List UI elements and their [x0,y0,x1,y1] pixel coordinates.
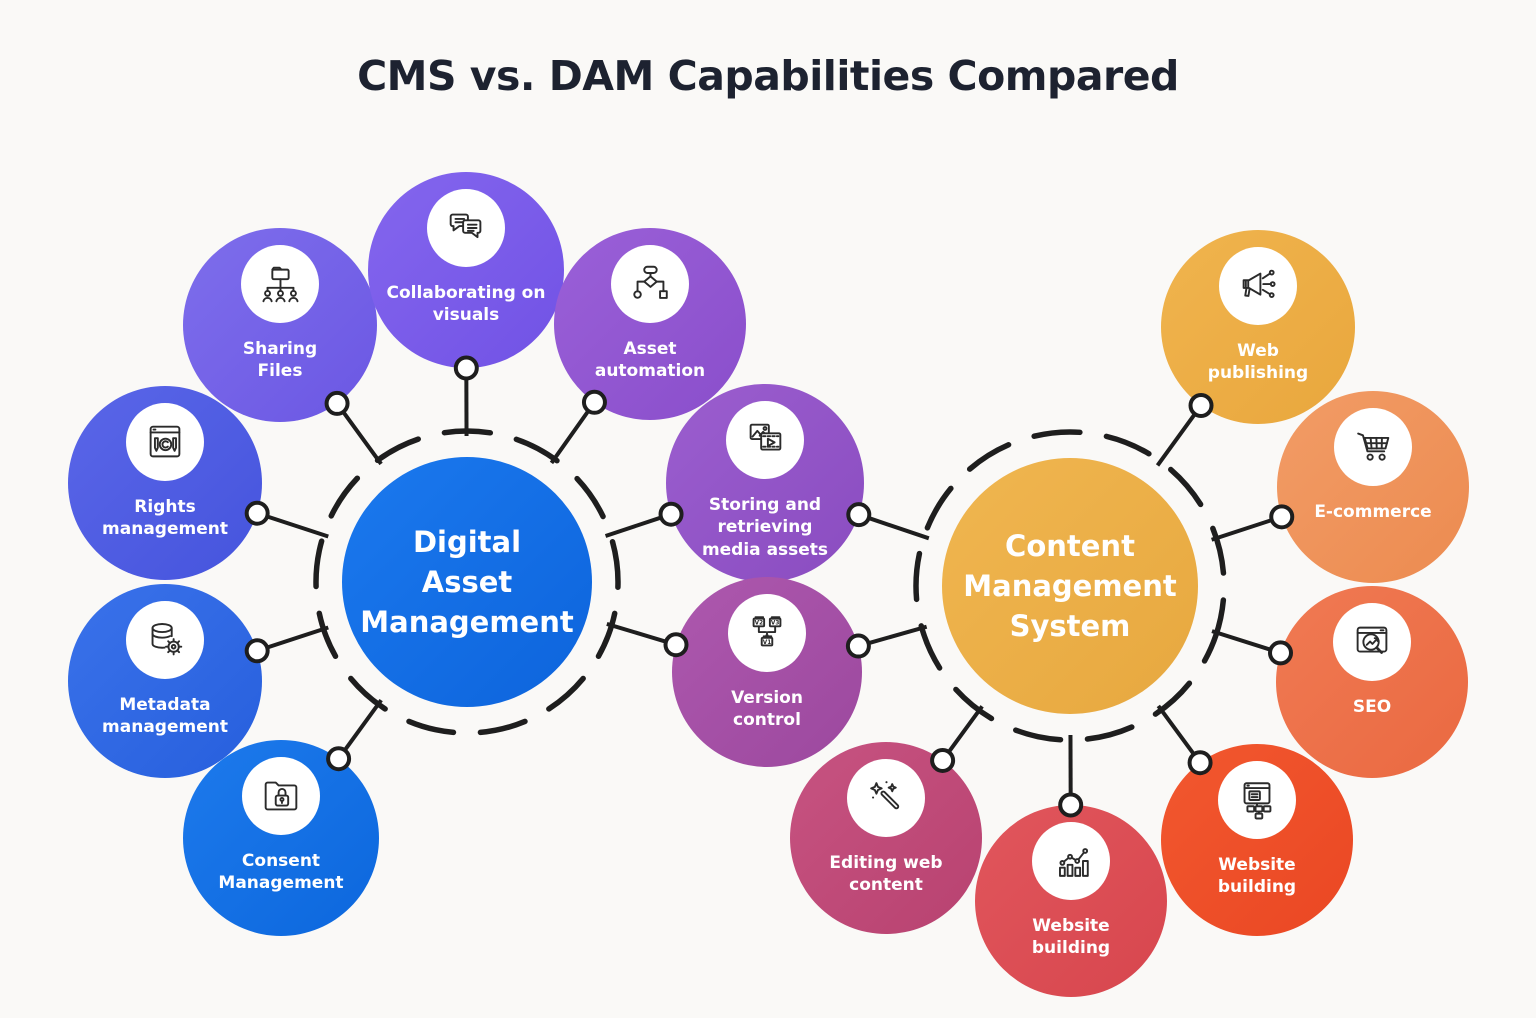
svg-text:V1: V1 [763,640,771,646]
analytics-icon [1032,822,1110,900]
hub-label-dam: Digital Asset Management [360,524,574,639]
node-collaborating-on-visuals: Collaborating on visuals [368,172,564,368]
svg-text:V2: V2 [755,621,763,627]
node-rights-management: Rights management [68,386,262,580]
node-editing-web-content: Editing web content [790,742,982,934]
hub-label-cms: Content Management System [963,528,1177,643]
node-website-building: Website building [1161,744,1353,936]
node-ecommerce: E-commerce [1277,391,1469,583]
node-label: E-commerce [1314,502,1432,522]
flowchart-icon [611,245,689,323]
node-website-building-analytics: Website building [975,805,1167,997]
node-consent-management: Consent Management [183,740,379,936]
node-label: Editing web content [829,853,943,896]
node-seo: SEO [1276,586,1468,778]
folder-share-icon [241,245,319,323]
hub-content-management-system: Content Management System [942,458,1198,714]
node-asset-automation: Asset automation [554,228,746,420]
shopping-cart-icon [1334,408,1412,486]
media-assets-icon [726,401,804,479]
node-label: Sharing Files [242,339,318,382]
node-label: Version control [731,688,803,731]
megaphone-icon [1219,247,1297,325]
chat-bubbles-icon [427,189,505,267]
page-title: CMS vs. DAM Capabilities Compared [357,52,1179,100]
node-label: Storing and retrieving media assets [701,495,829,560]
version-merge-icon: V2 V3 V1 [728,594,806,672]
node-label: SEO [1352,697,1392,717]
node-label: Collaborating on visuals [386,283,546,326]
node-label: Website building [1217,855,1297,898]
node-storing-retrieving-media-assets: Storing and retrieving media assets [666,384,864,582]
node-sharing-files: Sharing Files [183,228,377,422]
hub-digital-asset-management: Digital Asset Management [342,457,592,707]
seo-browser-icon [1333,603,1411,681]
node-label: Metadata management [102,695,228,738]
node-web-publishing: Web publishing [1161,230,1355,424]
node-label: Asset automation [594,339,706,382]
sitemap-browser-icon [1218,761,1296,839]
magic-wand-icon [847,759,925,837]
node-label: Consent Management [218,851,344,894]
node-metadata-management: Metadata management [68,584,262,778]
node-label: Rights management [102,497,228,540]
node-version-control: V2 V3 V1 Version control [672,577,862,767]
database-gear-icon [126,601,204,679]
svg-text:V3: V3 [771,621,779,627]
folder-lock-icon [242,757,320,835]
copyright-editor-icon [126,403,204,481]
node-label: Web publishing [1207,341,1309,384]
node-label: Website building [1031,916,1111,959]
